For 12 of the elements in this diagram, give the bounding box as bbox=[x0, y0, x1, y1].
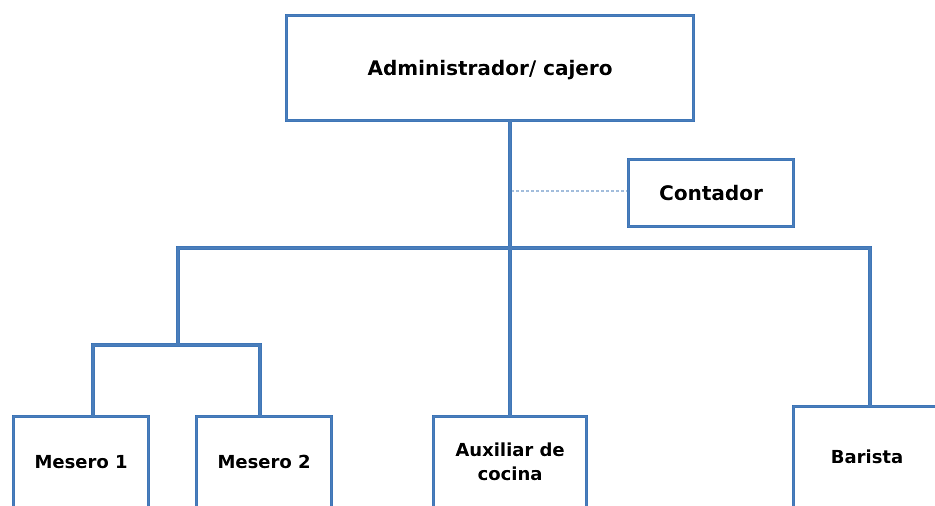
role-label: Mesero 2 bbox=[217, 450, 311, 474]
org-box bbox=[195, 415, 333, 506]
org-box bbox=[432, 415, 588, 506]
role-label: Contador bbox=[659, 180, 763, 206]
role-label: Barista bbox=[830, 446, 904, 470]
org-box bbox=[12, 415, 150, 506]
org-box bbox=[285, 14, 695, 122]
role-label: Mesero 1 bbox=[34, 450, 128, 474]
role-label: Administrador/ cajero bbox=[368, 55, 612, 81]
role-label: Auxiliar de cocina bbox=[454, 439, 566, 486]
org-box bbox=[792, 405, 935, 506]
org-box bbox=[627, 158, 795, 228]
